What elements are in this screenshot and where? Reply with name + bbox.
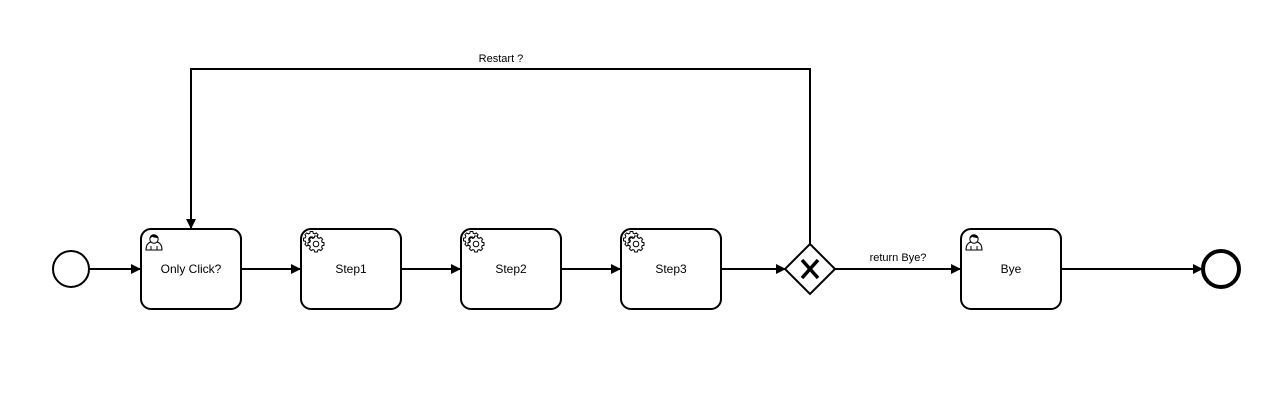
flow-restart[interactable] xyxy=(186,68,811,244)
exclusive-gateway[interactable] xyxy=(783,242,837,296)
task-label-only-click: Only Click? xyxy=(161,262,222,276)
task-label-step1: Step1 xyxy=(335,262,367,276)
task-only-click[interactable]: Only Click? xyxy=(140,228,242,310)
start-event[interactable] xyxy=(52,250,90,288)
flow-label-return-bye: return Bye? xyxy=(870,252,927,264)
task-label-step2: Step2 xyxy=(495,262,527,276)
flow-label-restart: Restart ? xyxy=(479,53,524,65)
x-icon xyxy=(800,258,820,280)
task-bye[interactable]: Bye xyxy=(960,228,1062,310)
task-step3[interactable]: Step3 xyxy=(620,228,722,310)
task-label-step3: Step3 xyxy=(655,262,687,276)
task-step1[interactable]: Step1 xyxy=(300,228,402,310)
end-event[interactable] xyxy=(1201,249,1241,289)
task-step2[interactable]: Step2 xyxy=(460,228,562,310)
task-label-bye: Bye xyxy=(1001,262,1022,276)
